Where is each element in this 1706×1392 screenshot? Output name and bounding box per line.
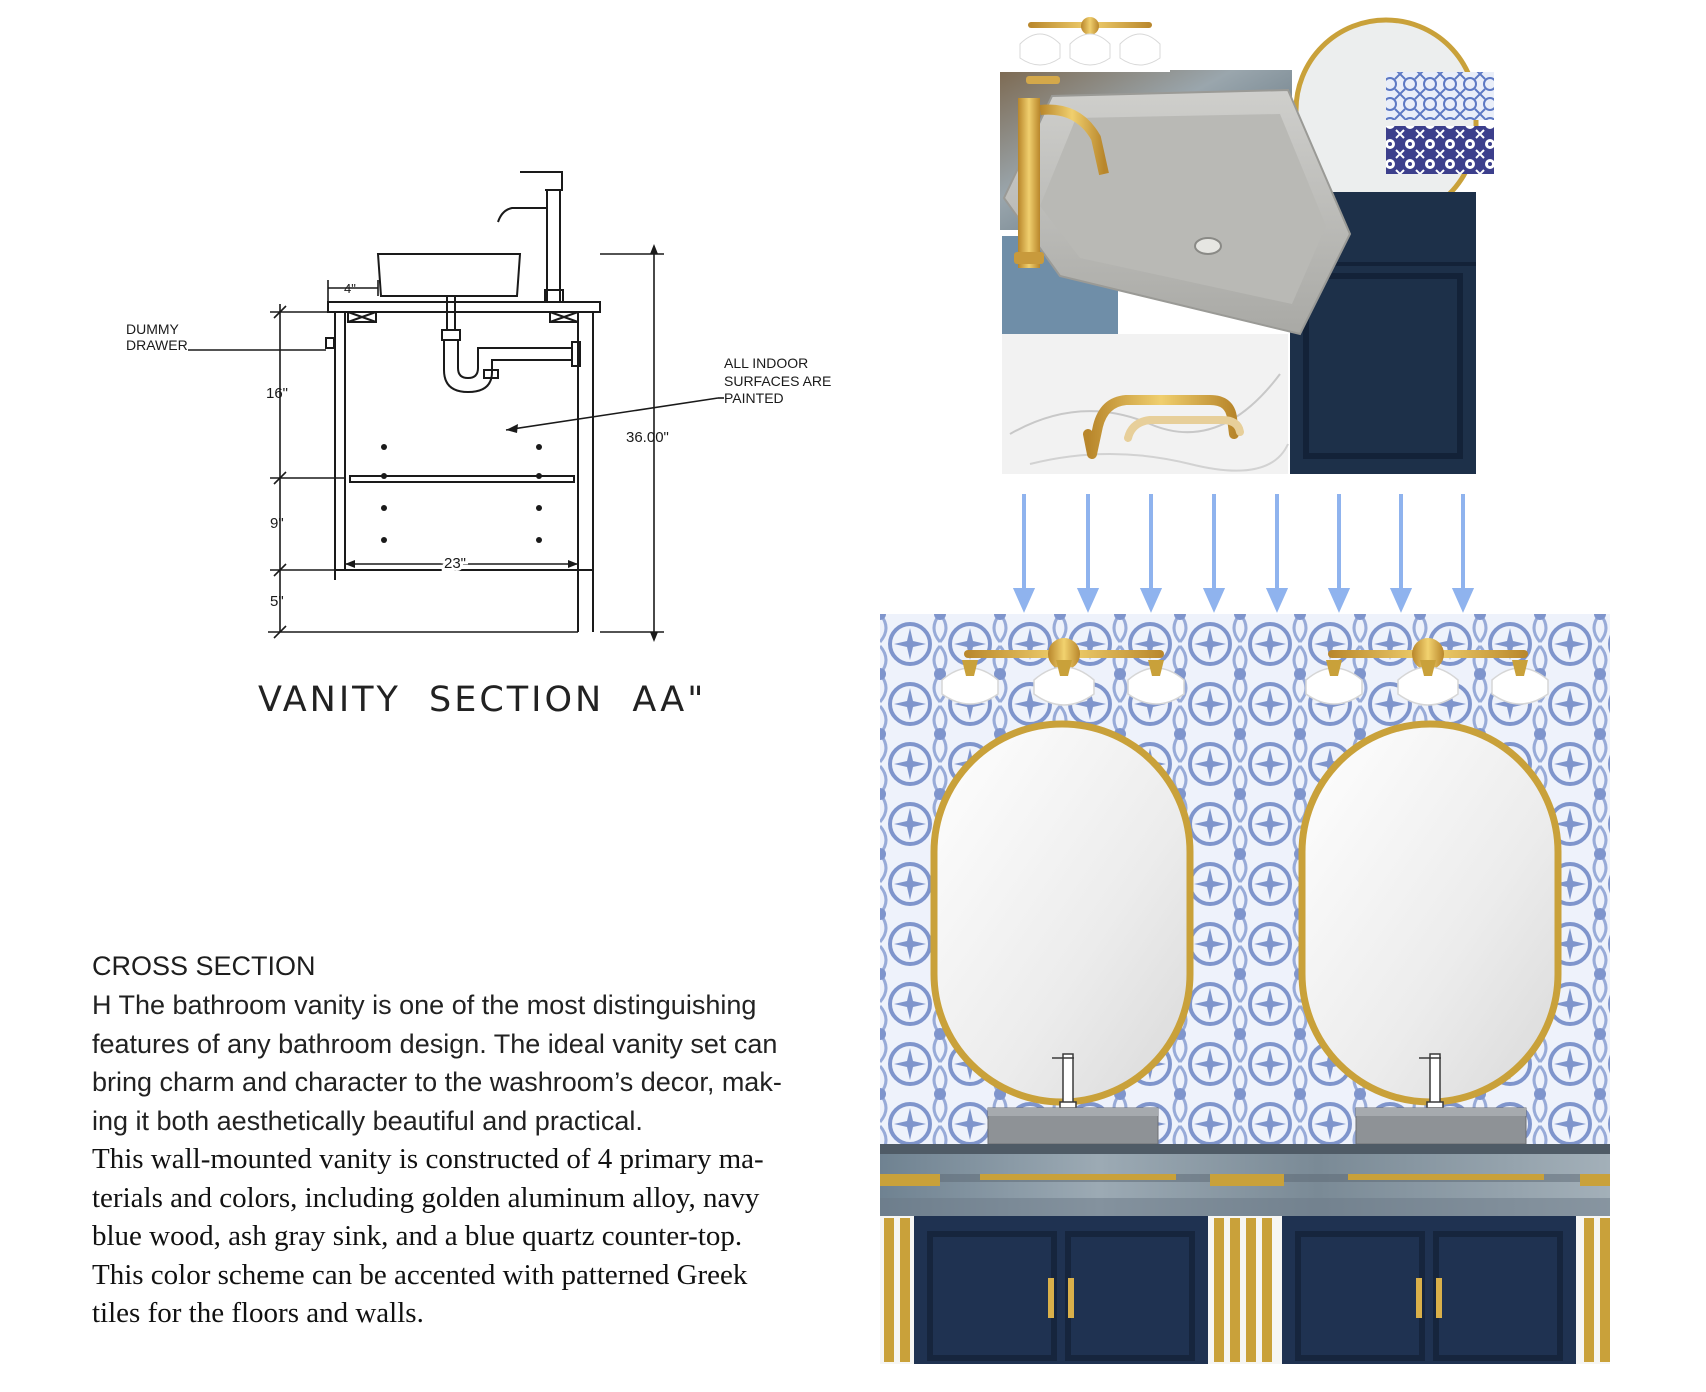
callout-painted-line3: PAINTED bbox=[724, 390, 784, 406]
description-line: This wall-mounted vanity is constructed … bbox=[92, 1143, 764, 1175]
description-block: CROSS SECTION H The bathroom vanity is o… bbox=[92, 946, 852, 1333]
cabinet-shelf bbox=[349, 475, 575, 483]
light-fixture-left bbox=[941, 638, 1185, 706]
callout-painted-line1: ALL INDOOR bbox=[724, 355, 808, 371]
drawing-title: VANITY SECTION AA" bbox=[258, 680, 707, 720]
oval-mirror-left bbox=[930, 720, 1194, 1106]
callout-painted-line2: SURFACES ARE bbox=[724, 373, 831, 389]
callout-drawer-line2: DRAWER bbox=[126, 337, 188, 353]
vanity-section-drawing: DUMMY DRAWER ALL INDOOR SURFACES ARE PAI… bbox=[126, 171, 831, 642]
light-tile-swatch bbox=[1386, 72, 1494, 120]
navy-cabinet-right bbox=[1282, 1216, 1576, 1364]
vanity-elevation-render bbox=[880, 614, 1610, 1364]
flow-arrows bbox=[1012, 494, 1475, 613]
countertop bbox=[327, 301, 601, 313]
description-line: features of any bathroom design. The ide… bbox=[92, 1028, 778, 1059]
navy-cabinet-left bbox=[914, 1216, 1208, 1364]
p-trap bbox=[446, 296, 456, 330]
vessel-sink bbox=[376, 253, 522, 297]
dim-lower-height: 9" bbox=[270, 515, 284, 532]
dim-upper-height: 16" bbox=[266, 385, 288, 402]
cabinet-outline bbox=[334, 311, 594, 571]
dim-inner-width: 23" bbox=[444, 555, 466, 572]
dark-tile-swatch bbox=[1386, 126, 1494, 174]
dim-total-height: 36.00" bbox=[626, 429, 669, 446]
description-line: bring charm and character to the washroo… bbox=[92, 1067, 782, 1097]
gold-faucet bbox=[1018, 98, 1040, 268]
material-moodboard bbox=[1000, 14, 1494, 474]
gold-handle bbox=[1083, 395, 1239, 459]
description-heading: CROSS SECTION bbox=[92, 951, 316, 981]
description-line: tiles for the floors and walls. bbox=[92, 1297, 424, 1329]
callout-drawer-line1: DUMMY bbox=[126, 321, 180, 337]
faucet-right bbox=[1429, 1053, 1441, 1107]
faucet-left bbox=[1062, 1053, 1074, 1107]
oval-mirror-right bbox=[1298, 720, 1562, 1106]
description-line: ing it both aesthetically beautiful and … bbox=[92, 1105, 643, 1136]
description-line: terials and colors, including golden alu… bbox=[92, 1181, 760, 1214]
light-fixture-right bbox=[1305, 638, 1549, 706]
dim-base-height: 5" bbox=[270, 593, 284, 610]
faucet bbox=[546, 189, 561, 302]
dim-top-offset: 4" bbox=[344, 281, 356, 296]
description-line: blue wood, ash gray sink, and a blue qua… bbox=[92, 1220, 743, 1252]
description-line: This color scheme can be accented with p… bbox=[92, 1258, 748, 1291]
description-line: H The bathroom vanity is one of the most… bbox=[92, 990, 757, 1020]
